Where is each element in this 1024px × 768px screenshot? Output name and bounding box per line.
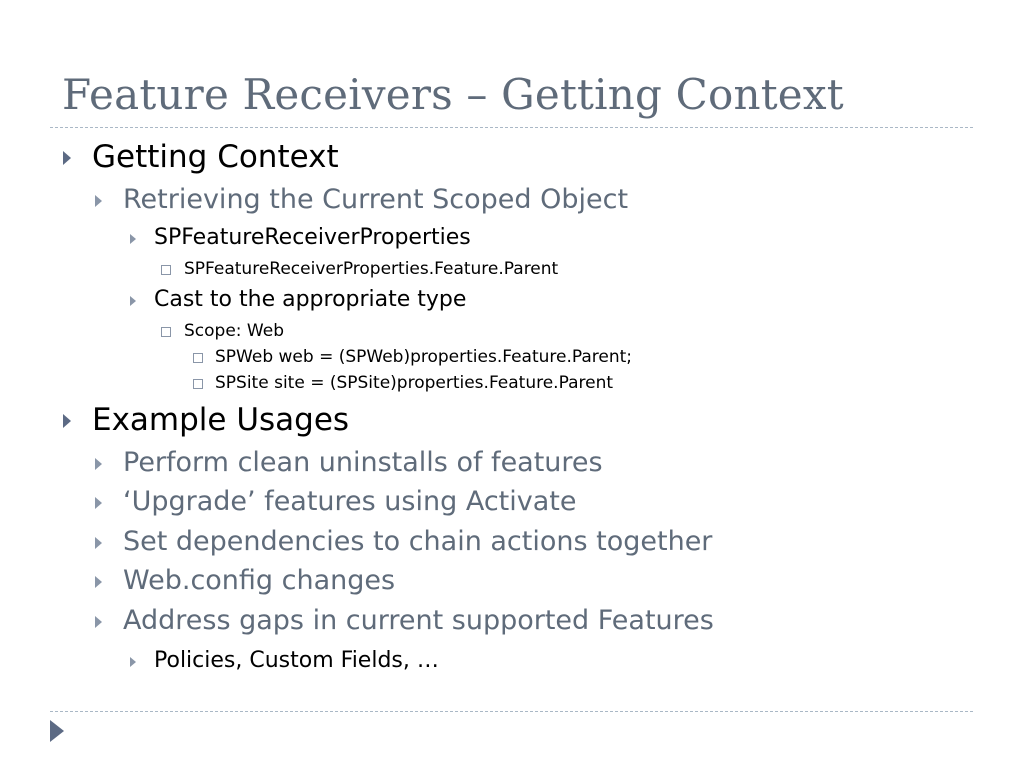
bullet-triangle-icon: [95, 576, 102, 588]
usage-set-dependencies: Set dependencies to chain actions togeth…: [123, 526, 713, 557]
bullet-triangle-icon: [130, 296, 136, 306]
play-triangle-icon: [50, 720, 64, 742]
bullet-square-icon: [193, 353, 203, 363]
bullet-triangle-icon: [95, 616, 102, 628]
bullet-triangle-icon: [95, 537, 102, 549]
code-spsite: SPSite site = (SPSite)properties.Feature…: [215, 373, 614, 393]
item-cast-type: Cast to the appropriate type: [154, 287, 467, 312]
bullet-square-icon: [193, 379, 203, 389]
footer-divider: [50, 711, 973, 712]
subitem-policies: Policies, Custom Fields, …: [154, 648, 439, 673]
usage-clean-uninstalls: Perform clean uninstalls of features: [123, 447, 603, 478]
bullet-triangle-icon: [63, 414, 71, 428]
bullet-triangle-icon: [130, 657, 136, 667]
bullet-square-icon: [161, 327, 171, 337]
item-receiver-properties: SPFeatureReceiverProperties: [154, 225, 471, 250]
usage-address-gaps: Address gaps in current supported Featur…: [123, 605, 714, 636]
section-heading-getting-context: Getting Context: [92, 139, 339, 175]
bullet-square-icon: [161, 265, 171, 275]
bullet-triangle-icon: [130, 234, 136, 244]
detail-scope-web: Scope: Web: [184, 321, 284, 341]
bullet-triangle-icon: [95, 195, 102, 207]
detail-feature-parent: SPFeatureReceiverProperties.Feature.Pare…: [184, 259, 559, 279]
section-heading-example-usages: Example Usages: [92, 402, 350, 438]
bullet-triangle-icon: [95, 497, 102, 509]
usage-webconfig-changes: Web.config changes: [123, 565, 396, 596]
slide-title: Feature Receivers – Getting Context: [62, 70, 844, 119]
bullet-triangle-icon: [63, 151, 71, 165]
code-spweb: SPWeb web = (SPWeb)properties.Feature.Pa…: [215, 347, 633, 367]
sub-bullet-retrieving: Retrieving the Current Scoped Object: [123, 184, 629, 215]
title-divider: [50, 127, 973, 128]
usage-upgrade-features: ‘Upgrade’ features using Activate: [123, 486, 577, 517]
bullet-triangle-icon: [95, 458, 102, 470]
